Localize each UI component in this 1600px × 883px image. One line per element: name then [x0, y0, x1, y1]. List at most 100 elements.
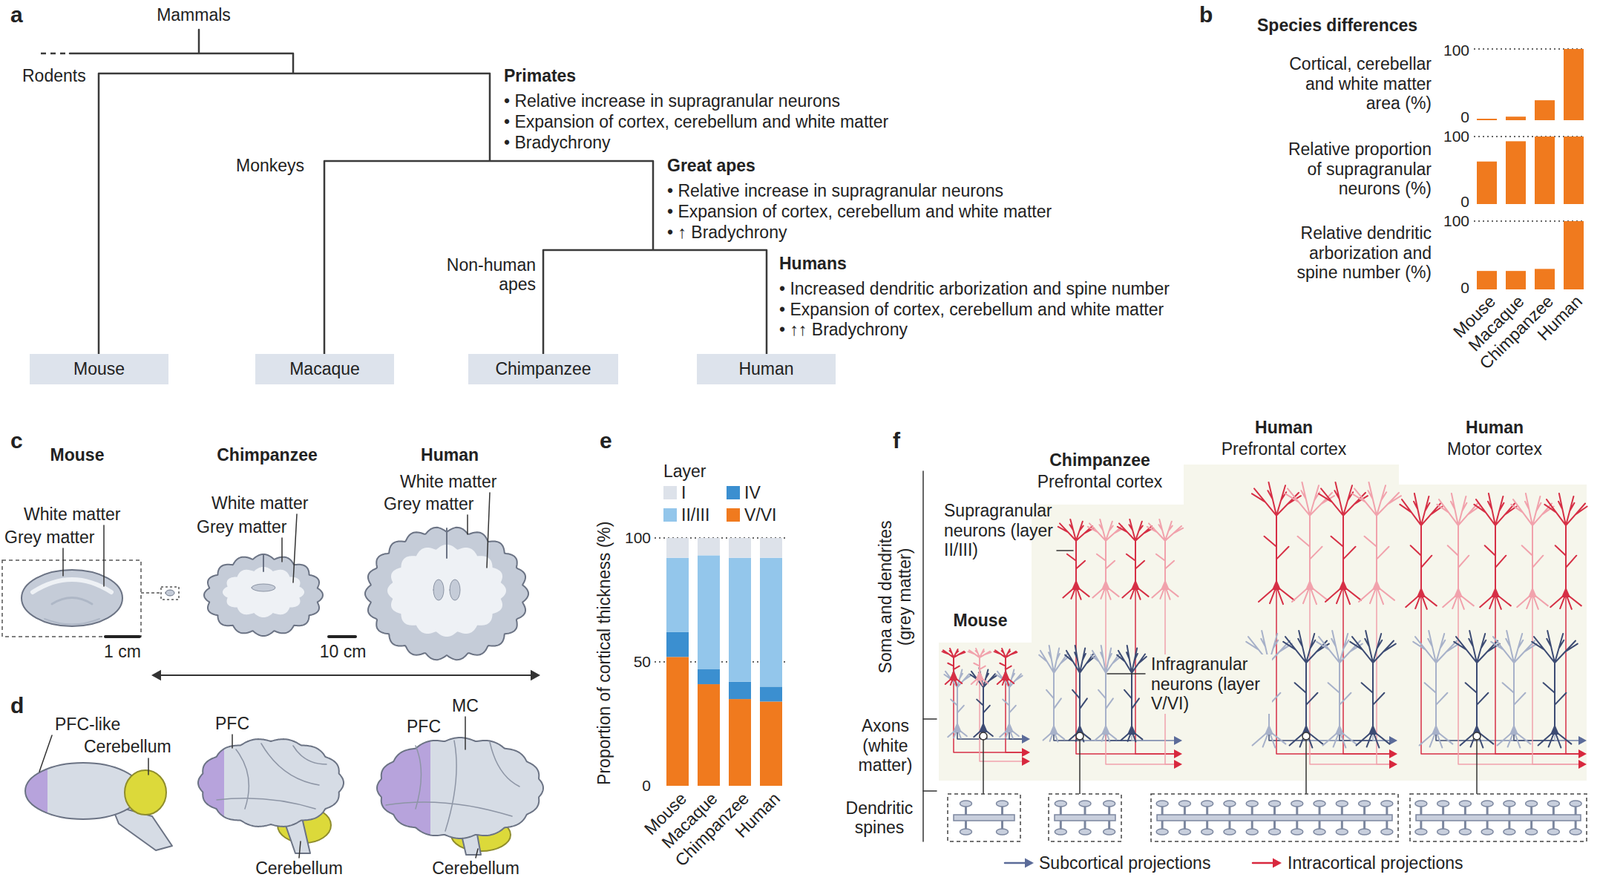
arrow-head [151, 670, 162, 681]
spine-head [1381, 828, 1393, 835]
legend-label: II/III [681, 505, 710, 525]
ventral-contour [44, 618, 100, 625]
ventricle [251, 584, 276, 592]
spine-neck [1507, 820, 1511, 830]
dendrite [1510, 493, 1554, 610]
spine-neck [1228, 805, 1231, 815]
axis-title: Soma and dendrites (grey matter) [875, 507, 916, 686]
spine-head [1569, 828, 1582, 835]
bullet-text: • Expansion of cortex, cerebellum and wh… [503, 112, 889, 132]
sulcus [385, 740, 520, 832]
section-tick [923, 790, 937, 792]
bar [1505, 270, 1526, 290]
tree-branch [69, 29, 767, 354]
spine-head [1246, 828, 1258, 835]
species-heading: Mouse [50, 445, 105, 465]
bar-segment [666, 558, 689, 633]
bar-segment [728, 538, 752, 559]
bar-segment [759, 558, 783, 688]
spine-neck [1507, 805, 1511, 815]
text-label: Cerebellum [83, 736, 172, 757]
sample-line [982, 739, 985, 795]
legend-arrow-head [1024, 857, 1034, 868]
mouse-coronal-brain [21, 569, 123, 627]
spine-head [1291, 800, 1304, 807]
spine-head [1358, 800, 1371, 807]
sulcus [216, 743, 327, 809]
spine-neck [1084, 820, 1087, 830]
spine-neck [1228, 820, 1231, 830]
species-box: Macaque [255, 353, 395, 385]
bar [1476, 270, 1497, 290]
bar-segment [697, 669, 720, 685]
panel-letter: d [10, 693, 24, 720]
sample-marker [1302, 732, 1310, 740]
soma [975, 670, 985, 681]
spine-neck [1486, 820, 1489, 830]
legend-swatch [726, 508, 740, 522]
dendrite [969, 667, 996, 739]
white-matter-tract [32, 579, 112, 593]
spine-neck [1273, 805, 1276, 815]
spine-neck [1205, 805, 1209, 815]
bar-segment [759, 538, 783, 559]
soma [1550, 724, 1560, 735]
bar [1563, 221, 1584, 290]
text-label: White matter [211, 493, 308, 513]
legend-label: Subcortical projections [1038, 853, 1211, 873]
axis-title: Relative dendritic arborization and spin… [1283, 223, 1432, 283]
leader-line [1107, 673, 1146, 675]
dendrite [994, 648, 1018, 686]
spine-neck [1464, 805, 1467, 815]
bar-segment [697, 684, 720, 786]
projection-arrow [1578, 736, 1587, 746]
bar [1505, 141, 1526, 205]
spine-neck [1419, 820, 1422, 830]
text-label: Monkeys [235, 155, 305, 176]
dendrite [1399, 493, 1442, 610]
leader-line [293, 514, 297, 583]
spine-neck [1295, 820, 1298, 830]
projection-arrow [1389, 749, 1398, 759]
spine-head [1381, 800, 1393, 807]
spine-head [1156, 828, 1169, 835]
species-heading: Mouse [953, 610, 1008, 631]
dendrite [1283, 630, 1330, 749]
spine-neck [1341, 820, 1344, 830]
dendrite [1490, 630, 1537, 749]
tick-label: 0 [641, 776, 651, 795]
leader-line [231, 734, 234, 749]
spine-head [1079, 828, 1091, 835]
spine-neck [1385, 820, 1388, 830]
axon [979, 680, 1023, 762]
species-box: Human [696, 353, 836, 385]
spine-neck [1486, 805, 1489, 815]
leader-line [1056, 549, 1074, 552]
spine-neck [1183, 820, 1186, 830]
soma [952, 722, 962, 733]
soma [1453, 587, 1463, 598]
axis-title: Cortical, cerebellar and white matter ar… [1283, 54, 1432, 113]
region-subheading: Motor cortex [1447, 439, 1543, 459]
soma [1561, 587, 1571, 598]
spine-head [1313, 800, 1326, 807]
zoom-frame [2, 560, 142, 637]
soma [1431, 724, 1441, 735]
spine-head [1178, 828, 1191, 835]
legend-swatch [663, 508, 677, 522]
bar [1534, 100, 1555, 121]
scale-label: 10 cm [319, 641, 367, 662]
bar [1476, 161, 1497, 205]
spine-head [1437, 800, 1450, 807]
tick-label: 0 [1460, 108, 1470, 127]
species-box: Mouse [29, 353, 169, 385]
scale-bar [328, 635, 356, 639]
bar-segment [759, 686, 783, 702]
spine-head [1201, 800, 1214, 807]
bar [1534, 136, 1555, 205]
chimp-cortex-outline [198, 739, 344, 827]
ventricle [449, 579, 461, 601]
soma [1101, 579, 1111, 590]
axon [1565, 597, 1580, 754]
